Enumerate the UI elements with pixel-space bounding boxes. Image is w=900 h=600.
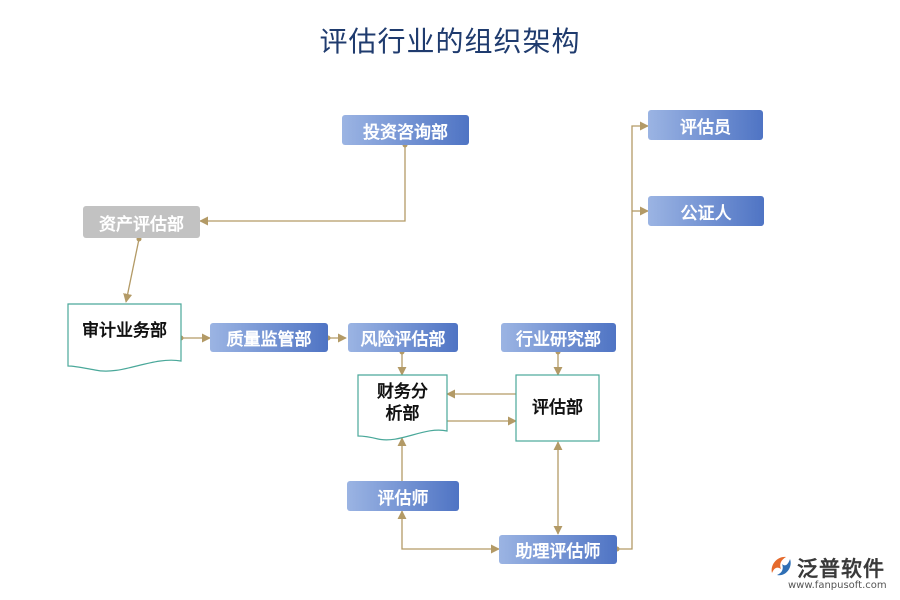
watermark-url: www.fanpusoft.com: [788, 580, 887, 591]
node-financial-analysis-line1: 财务分: [377, 382, 428, 402]
node-evaluator: 评估员: [648, 110, 763, 140]
box-shape-appraisal: [515, 374, 600, 442]
node-notary: 公证人: [648, 196, 764, 226]
node-audit-business: 审计业务部: [82, 321, 167, 341]
node-appraiser: 评估师: [347, 481, 459, 511]
node-industry-research: 行业研究部: [501, 323, 616, 352]
node-asset-appraisal: 资产评估部: [83, 206, 200, 238]
node-appraisal-dept: 评估部: [532, 398, 583, 418]
node-investment-consulting: 投资咨询部: [342, 115, 469, 145]
node-financial-analysis-line2: 析部: [385, 404, 420, 424]
node-financial-analysis: 财务分 析部: [358, 381, 447, 425]
edge-assistant-to-evaluator: [617, 121, 649, 550]
doc-shape-finance: [357, 374, 448, 441]
fanpu-logo-icon: [771, 556, 791, 576]
edge-appraiser-assistant: [397, 510, 500, 554]
page-title: 评估行业的组织架构: [319, 25, 581, 58]
edge-invest-to-asset: [199, 145, 406, 226]
doc-shape-audit: [67, 303, 182, 372]
node-risk-assessment: 风险评估部: [348, 323, 458, 352]
node-quality-supervision: 质量监管部: [210, 323, 328, 352]
watermark-brand: 泛普软件: [797, 557, 885, 581]
node-assistant-appraiser: 助理评估师: [499, 535, 617, 564]
edge-asset-to-audit: [123, 238, 140, 303]
